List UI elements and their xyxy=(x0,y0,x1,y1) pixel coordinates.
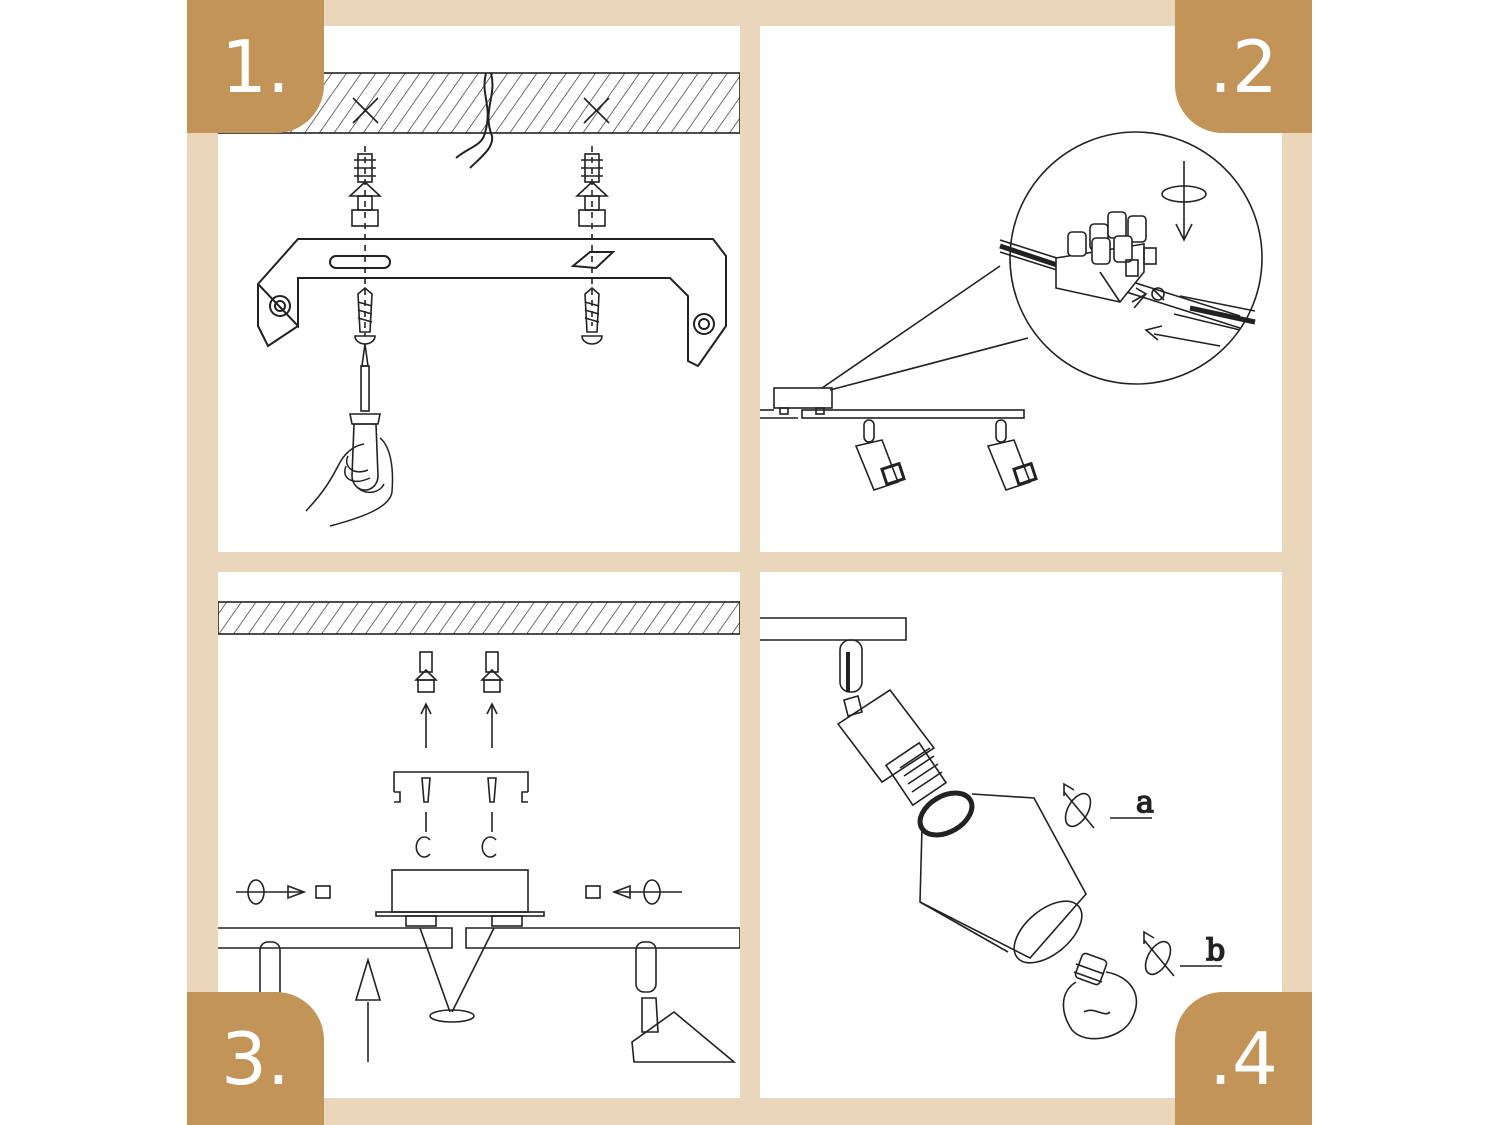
step-4-illustration: a b xyxy=(760,617,1226,1040)
side-screw-right xyxy=(585,879,682,905)
mounting-bracket xyxy=(393,771,529,803)
screw-right xyxy=(581,286,603,345)
step-1-badge: 1. xyxy=(187,0,324,133)
pointer-lines xyxy=(419,927,495,1023)
callout-a-label: a xyxy=(1136,785,1154,820)
rotate-arrow-a-icon xyxy=(1063,782,1095,829)
wall-plug-right xyxy=(480,651,504,693)
power-cable xyxy=(455,72,494,169)
drill-mark-left xyxy=(352,97,379,124)
wall-plug-left xyxy=(414,651,438,693)
spotlight-2 xyxy=(986,419,1038,491)
step-3-badge: 3. xyxy=(187,992,324,1125)
rotate-arrow-b-icon xyxy=(1143,930,1175,977)
side-screw-left xyxy=(236,879,331,905)
up-arrow-left-icon xyxy=(420,702,432,748)
up-arrow-large-icon xyxy=(354,957,382,1062)
spotlight-right xyxy=(631,941,737,1063)
spotlight-1 xyxy=(854,419,906,491)
light-bar-fixture xyxy=(760,387,1025,419)
screw-left xyxy=(354,286,376,345)
glass-shade xyxy=(917,790,1087,964)
screwdriver xyxy=(349,343,381,491)
step-2-badge: .2 xyxy=(1175,0,1312,133)
ceiling xyxy=(218,601,740,635)
drill-mark-right xyxy=(583,97,610,124)
terminal-block xyxy=(999,211,1241,329)
light-bar xyxy=(218,927,740,949)
spotlight-arm xyxy=(839,639,863,717)
terminal-detail-magnifier xyxy=(1009,131,1263,385)
screw-left xyxy=(421,777,431,832)
wires-inserted xyxy=(1131,287,1256,347)
spotlight-body xyxy=(836,688,948,807)
screw-right xyxy=(487,777,497,832)
canopy xyxy=(375,869,545,927)
rotate-arrow-icon xyxy=(1161,161,1207,242)
light-bulb xyxy=(1062,952,1138,1040)
callout-b-label: b xyxy=(1206,933,1225,968)
hand xyxy=(305,437,394,527)
step-2-illustration xyxy=(760,131,1263,491)
rotate-icon-left xyxy=(415,836,431,858)
light-bar xyxy=(760,617,907,641)
rotate-icon-right xyxy=(481,836,497,858)
up-arrow-right-icon xyxy=(486,702,498,748)
step-3-illustration xyxy=(218,601,740,1063)
step-4-badge: .4 xyxy=(1175,992,1312,1125)
mounting-bracket xyxy=(256,238,727,368)
